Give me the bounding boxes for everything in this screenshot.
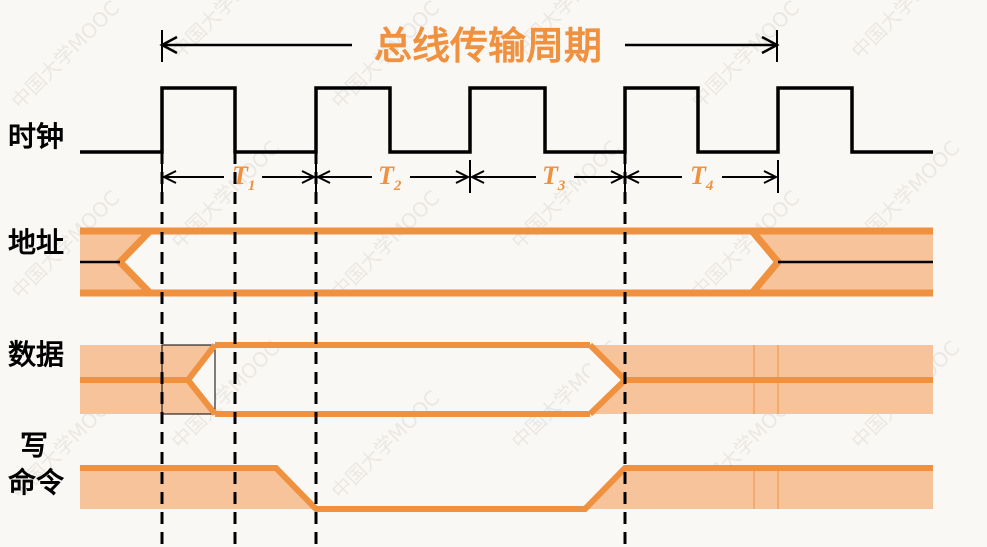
- data-signal: [80, 342, 933, 417]
- period-t1: T1: [161, 161, 317, 194]
- period-t1-sub: 1: [248, 178, 256, 194]
- period-t4-sub: 4: [705, 178, 714, 194]
- period-t3-sub: 3: [557, 178, 566, 194]
- period-t4-letter: T: [690, 161, 707, 190]
- period-t3-letter: T: [542, 161, 559, 190]
- watermark-text: 中国大学MOOC: [167, 0, 285, 64]
- address-notch-left: [120, 231, 150, 293]
- watermark-text: 中国大学MOOC: [7, 0, 125, 114]
- period-t3: T3: [469, 161, 626, 194]
- svg-text:T2: T2: [378, 161, 402, 194]
- diagram-title: 总线传输周期: [374, 24, 602, 68]
- period-t2-letter: T: [378, 161, 395, 190]
- clock-waveform: [80, 86, 933, 154]
- write-fill-right: [585, 468, 933, 509]
- period-t4: T4: [624, 161, 779, 194]
- write-waveform: [80, 465, 933, 512]
- write-label-line2: 命令: [8, 466, 65, 499]
- data-notch-right: [590, 345, 625, 414]
- write-fill-left: [80, 468, 316, 509]
- watermark-text: 中国大学MOOC: [327, 386, 445, 504]
- timing-guides: [160, 152, 627, 547]
- watermark-text: 中国大学MOOC: [327, 186, 445, 304]
- watermark-text: 中国大学MOOC: [687, 0, 805, 114]
- address-label: 地址: [8, 226, 64, 259]
- watermark-text: 中国大学MOOC: [847, 0, 965, 64]
- period-t2-sub: 2: [393, 178, 402, 194]
- svg-text:T3: T3: [542, 161, 566, 194]
- write-command-signal: [80, 465, 933, 512]
- bus-cycle-header: 总线传输周期: [159, 24, 780, 68]
- clock-label: 时钟: [8, 120, 64, 153]
- data-notch-left: [188, 345, 215, 414]
- svg-text:T4: T4: [690, 161, 714, 194]
- address-signal: [80, 227, 933, 297]
- write-label-line1: 写: [20, 429, 48, 462]
- data-label: 数据: [8, 338, 64, 371]
- period-t2: T2: [315, 161, 471, 194]
- data-cross-left: [184, 343, 218, 416]
